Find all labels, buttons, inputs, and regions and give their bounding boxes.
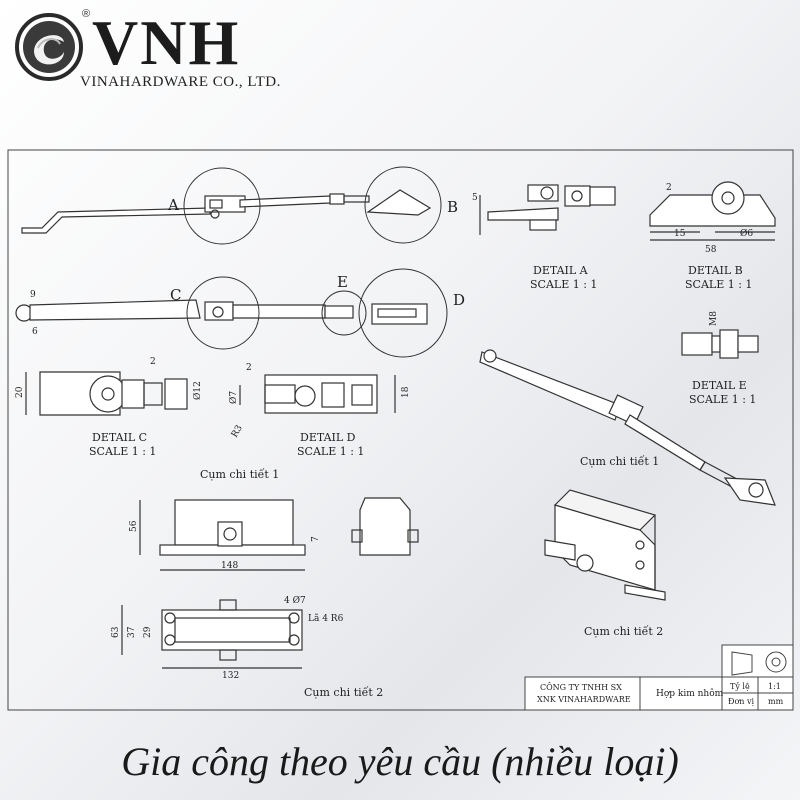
detail-b-view (649, 181, 776, 241)
body-dim-148: 148 (221, 561, 238, 571)
body-dim-slot: Lã 4 R6 (308, 613, 344, 624)
detail-b-dim-15: 15 (674, 229, 686, 239)
body-dim-bolt: 4 Ø7 (284, 595, 306, 606)
vnh-logo-icon (15, 13, 83, 81)
detail-c-view (25, 371, 188, 416)
arm-dim-9: 9 (30, 290, 36, 300)
company-name: VINAHARDWARE CO., LTD. (80, 74, 281, 90)
body-dim-7: 7 (311, 536, 321, 542)
assembly-1-label-left: Cụm chi tiết 1 (200, 468, 279, 481)
brand-name: VNH (92, 7, 241, 78)
title-scale-label: Tỷ lệ (730, 682, 750, 691)
detail-e-scale: SCALE 1 : 1 (689, 393, 756, 406)
detail-d-dim-18: 18 (401, 386, 411, 398)
drawing-border (7, 149, 794, 711)
detail-a-title: DETAIL A (533, 264, 589, 277)
callout-e: E (337, 273, 348, 291)
detail-c-scale: SCALE 1 : 1 (89, 445, 156, 458)
callout-d: D (453, 291, 465, 309)
assembly-2-label-right: Cụm chi tiết 2 (584, 625, 663, 638)
body-dim-63: 63 (111, 626, 121, 638)
detail-a-dim-5: 5 (472, 193, 478, 203)
body-dim-37: 37 (127, 626, 137, 638)
detail-b-title: DETAIL B (688, 264, 743, 277)
title-unit-value: mm (768, 697, 784, 706)
detail-e-view (681, 329, 759, 359)
detail-c-dim-o12: Ø12 (192, 381, 203, 400)
arm-dim-6: 6 (32, 327, 38, 337)
detail-d-view (239, 374, 396, 414)
detail-d-title: DETAIL D (300, 431, 356, 444)
assembly-2-iso (544, 489, 666, 601)
callout-b: B (447, 198, 458, 216)
body-dim-29: 29 (143, 626, 153, 638)
detail-c-dim-20: 20 (15, 386, 25, 398)
detail-d-dim-r3: R3 (230, 423, 245, 439)
detail-d-dim-2: 2 (246, 363, 252, 373)
callout-circle-d (358, 268, 448, 358)
title-unit-label: Đơn vị (728, 697, 754, 706)
detail-e-title: DETAIL E (692, 379, 747, 392)
assembly-1-iso (479, 349, 776, 506)
callout-a: A (167, 196, 179, 214)
detail-b-dim-o6: Ø6 (740, 228, 753, 239)
title-block (524, 644, 794, 711)
callout-circle-e (321, 290, 367, 336)
assembly-2-top (121, 599, 303, 669)
title-scale-value: 1:1 (768, 682, 781, 691)
assembly-2-front (139, 499, 306, 571)
detail-c-title: DETAIL C (92, 431, 147, 444)
detail-d-dim-o7: Ø7 (228, 391, 239, 404)
detail-d-scale: SCALE 1 : 1 (297, 445, 364, 458)
detail-c-dim-2: 2 (150, 357, 156, 367)
assembly-2-side (351, 497, 419, 556)
detail-a-view (479, 184, 616, 235)
assembly-1-label-right: Cụm chi tiết 1 (580, 455, 659, 468)
title-company-line1: CÔNG TY TNHH SX (540, 683, 622, 692)
title-company-line2: XNK VINAHARDWARE (537, 695, 631, 704)
assembly-2-label-left: Cụm chi tiết 2 (304, 686, 383, 699)
callout-circle-c (186, 276, 260, 350)
detail-b-dim-2: 2 (666, 183, 672, 193)
arm-top (21, 189, 432, 234)
body-dim-56: 56 (129, 520, 139, 532)
detail-b-scale: SCALE 1 : 1 (685, 278, 752, 291)
body-dim-132: 132 (222, 671, 239, 681)
registered-mark: ® (82, 8, 91, 20)
detail-e-dim-m8: M8 (709, 311, 719, 326)
detail-b-dim-58: 58 (705, 245, 717, 255)
title-material: Hợp kim nhôm (656, 688, 724, 699)
callout-circle-b (364, 166, 442, 244)
caption-text: Gia công theo yêu cầu (nhiều loại) (121, 739, 679, 784)
callout-c: C (170, 286, 181, 304)
callout-circle-a (183, 167, 261, 245)
arm-middle (15, 299, 428, 325)
detail-a-scale: SCALE 1 : 1 (530, 278, 597, 291)
